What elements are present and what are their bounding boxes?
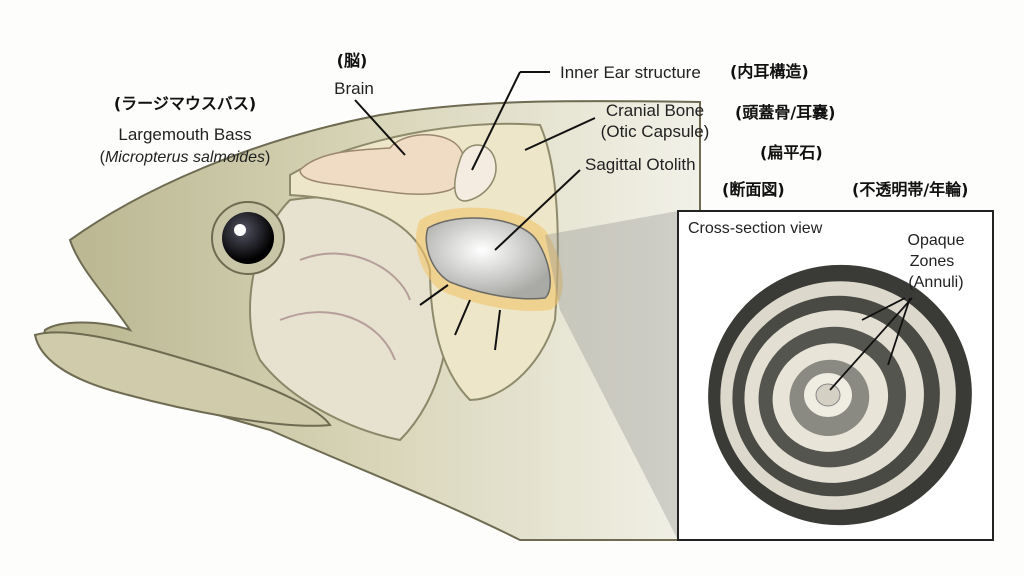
paren: (	[99, 149, 105, 166]
otolith-label: Sagittal Otolith	[585, 155, 696, 174]
species-name: Largemouth Bass	[118, 125, 252, 144]
cross-section-label-jp: (断面図)	[722, 180, 785, 199]
paren: )	[265, 149, 271, 166]
sagittal-otolith	[425, 217, 551, 300]
lower-jaw	[33, 331, 332, 427]
zoom-connector	[545, 211, 678, 540]
opaque-label-2: Zones	[909, 253, 955, 270]
otolith-label-jp: (扁平石)	[760, 143, 823, 162]
cranial-bone-label: Cranial Bone	[605, 101, 705, 120]
scientific-name: (Micropterus salmoides)	[100, 150, 271, 166]
inner-ear	[454, 144, 497, 202]
brain-label: Brain	[334, 79, 374, 98]
brain-label-jp: (脳)	[336, 51, 368, 70]
inner-ear-label: Inner Ear structure	[560, 63, 701, 82]
otic-capsule-label: (Otic Capsule)	[600, 122, 710, 141]
cranial-bone-label-jp: (頭蓋骨/耳嚢)	[735, 103, 836, 122]
species-name-jp: (ラージマウスバス)	[113, 94, 257, 113]
opaque-zones-label-jp: (不透明帯/年輪)	[852, 180, 969, 199]
opaque-label-3: (Annuli)	[908, 274, 964, 291]
scientific-name-italic: Micropterus salmoides	[104, 149, 266, 166]
opaque-label-1: Opaque	[907, 232, 965, 249]
inset-title: Cross-section view	[688, 220, 823, 237]
inner-ear-label-jp: (内耳構造)	[730, 62, 809, 81]
